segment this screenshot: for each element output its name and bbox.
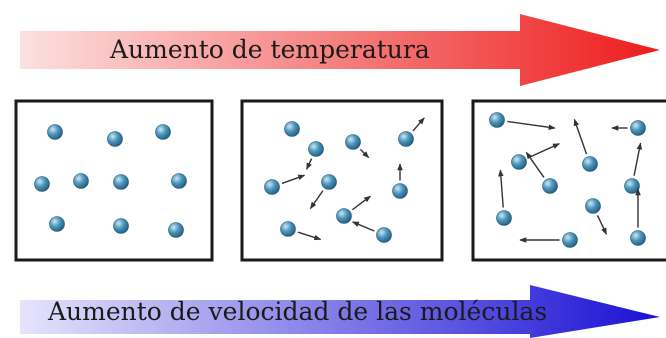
velocity-vector bbox=[498, 169, 504, 208]
molecule bbox=[113, 218, 129, 234]
temperature-arrow-label: Aumento de temperatura bbox=[110, 35, 430, 64]
velocity-vector bbox=[306, 158, 313, 170]
velocity-arrow-label: Aumento de velocidad de las moléculas bbox=[48, 297, 548, 326]
molecule bbox=[47, 124, 63, 140]
velocity-vector bbox=[507, 120, 556, 131]
molecule bbox=[308, 141, 324, 157]
velocity-vector bbox=[596, 215, 608, 235]
molecule bbox=[511, 154, 527, 170]
velocity-vector bbox=[297, 231, 322, 241]
temperature-arrow bbox=[20, 14, 660, 86]
molecule bbox=[73, 173, 89, 189]
molecule bbox=[113, 174, 129, 190]
velocity-vector bbox=[351, 221, 375, 232]
molecule bbox=[630, 230, 646, 246]
molecule bbox=[489, 112, 505, 128]
molecule bbox=[345, 134, 361, 150]
velocity-arrow bbox=[20, 285, 660, 338]
molecule bbox=[284, 121, 300, 137]
molecule bbox=[624, 178, 640, 194]
velocity-vector bbox=[359, 148, 370, 159]
velocity-vector bbox=[525, 151, 545, 178]
molecule bbox=[107, 131, 123, 147]
gas-panel-3 bbox=[471, 99, 666, 262]
velocity-vector bbox=[573, 118, 588, 155]
gas-panel-2 bbox=[240, 99, 444, 262]
velocity-vector bbox=[528, 143, 560, 159]
molecule bbox=[392, 183, 408, 199]
molecule bbox=[264, 179, 280, 195]
molecule bbox=[336, 208, 352, 224]
molecule bbox=[321, 174, 337, 190]
molecule bbox=[582, 156, 598, 172]
molecule bbox=[630, 120, 646, 136]
velocity-vector bbox=[281, 174, 306, 185]
molecule bbox=[34, 176, 50, 192]
molecule bbox=[542, 178, 558, 194]
molecule bbox=[280, 221, 296, 237]
molecule bbox=[398, 131, 414, 147]
velocity-vector bbox=[633, 142, 643, 176]
molecule bbox=[49, 216, 65, 232]
molecule bbox=[562, 232, 578, 248]
velocity-vector bbox=[412, 117, 425, 132]
velocity-vector bbox=[351, 195, 371, 211]
velocity-vector bbox=[309, 190, 324, 210]
molecule bbox=[168, 222, 184, 238]
molecule bbox=[376, 227, 392, 243]
molecule bbox=[585, 198, 601, 214]
molecule bbox=[496, 210, 512, 226]
molecule bbox=[155, 124, 171, 140]
gas-panel-1 bbox=[14, 99, 214, 262]
molecule bbox=[171, 173, 187, 189]
